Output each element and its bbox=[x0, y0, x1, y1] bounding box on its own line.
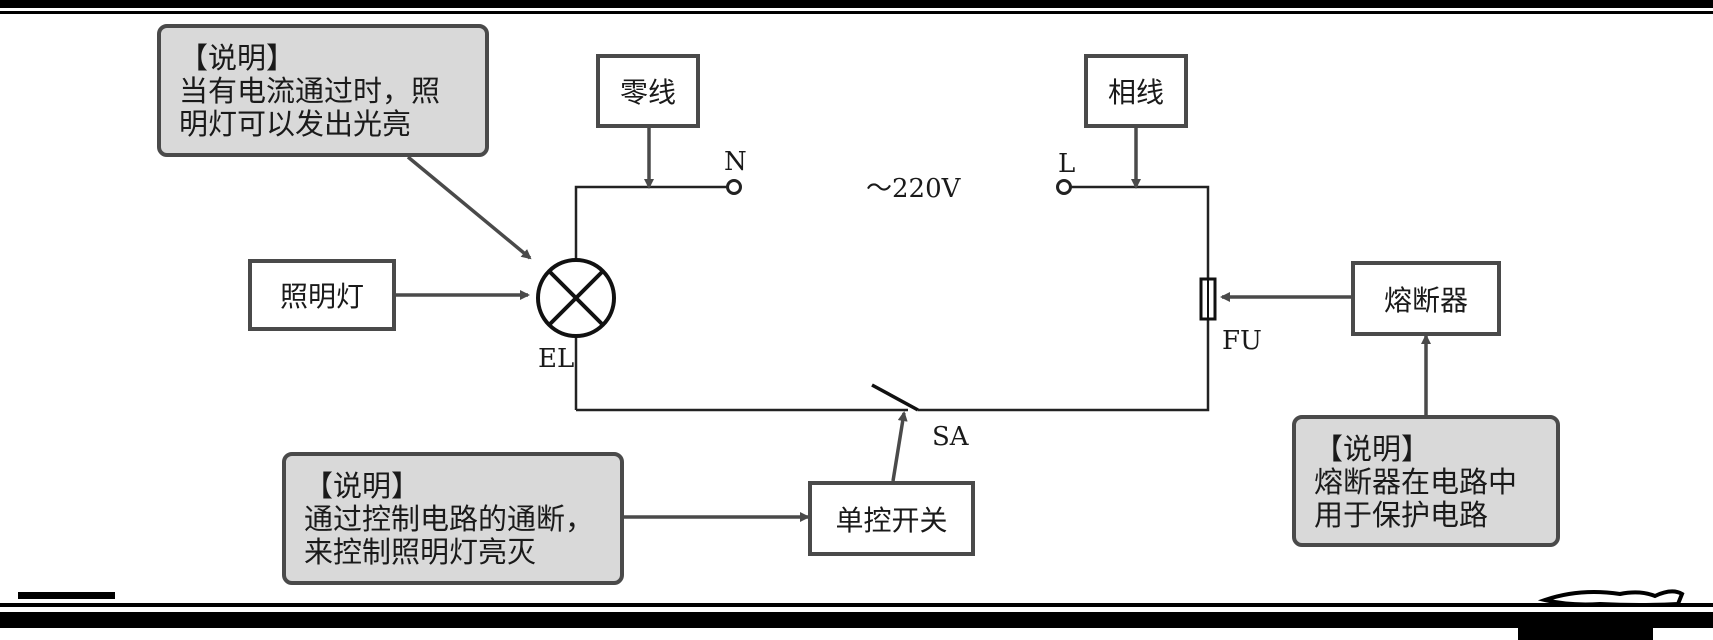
top-band bbox=[0, 0, 1713, 8]
lamp-note: 【说明】 当有电流通过时，照 明灯可以发出光亮 bbox=[157, 24, 489, 157]
switch-note-line: 通过控制电路的通断， bbox=[304, 502, 595, 536]
terminal-n-label: N bbox=[724, 147, 747, 177]
terminal-l bbox=[1056, 179, 1072, 195]
fuse-note: 【说明】 熔断器在电路中 用于保护电路 bbox=[1292, 415, 1560, 547]
terminal-l-label: L bbox=[1058, 149, 1076, 179]
switch-note-heading: 【说明】 bbox=[304, 469, 421, 503]
terminal-n bbox=[726, 179, 742, 195]
fuse-label-box: 熔断器 bbox=[1351, 261, 1501, 336]
bottom-band bbox=[0, 612, 1713, 628]
fuse-note-line: 熔断器在电路中 bbox=[1314, 465, 1518, 499]
switch-note-line: 来控制照明灯亮灭 bbox=[304, 535, 537, 569]
lamp-note-line: 当有电流通过时，照 bbox=[179, 74, 441, 108]
switch-label-box: 单控开关 bbox=[808, 481, 975, 556]
lamp-label-box: 照明灯 bbox=[248, 259, 396, 331]
top-band-thin bbox=[0, 11, 1713, 14]
bottom-band-thin bbox=[0, 603, 1713, 607]
switch-blade bbox=[871, 383, 919, 412]
right-wire bbox=[918, 185, 1210, 412]
neutral-wire-box: 零线 bbox=[596, 54, 700, 128]
lamp-note-line: 明灯可以发出光亮 bbox=[179, 107, 412, 141]
switch-symbol-label: SA bbox=[932, 422, 969, 452]
switch-note: 【说明】 通过控制电路的通断， 来控制照明灯亮灭 bbox=[282, 452, 624, 585]
phase-wire-box: 相线 bbox=[1084, 54, 1188, 128]
fuse-symbol-label: FU bbox=[1222, 326, 1262, 356]
fuse-note-line: 用于保护电路 bbox=[1314, 498, 1489, 532]
bottom-right-block bbox=[1518, 626, 1653, 640]
brush-mark bbox=[1537, 589, 1685, 607]
lamp-symbol-label: EL bbox=[538, 344, 575, 374]
lamp-cross-b bbox=[547, 269, 605, 327]
arrow-switch-label bbox=[891, 411, 908, 482]
arrow-lamp-note bbox=[406, 155, 532, 260]
voltage-label: ～220V bbox=[866, 174, 961, 204]
lamp-note-heading: 【说明】 bbox=[179, 41, 296, 75]
bottom-left-dash bbox=[18, 592, 115, 599]
fuse-note-heading: 【说明】 bbox=[1314, 432, 1431, 466]
